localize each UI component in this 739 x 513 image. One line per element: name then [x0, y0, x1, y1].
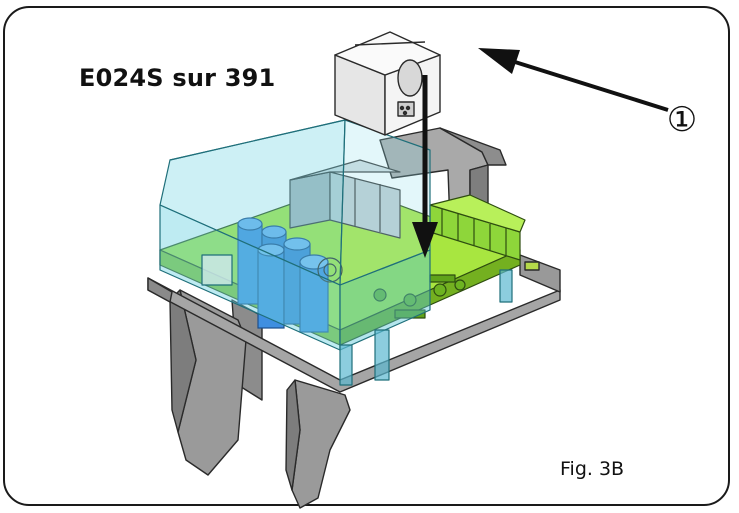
- callout-number: ①: [666, 100, 698, 140]
- front-right-leg: [291, 379, 351, 509]
- left-connector: [201, 254, 233, 286]
- transparent-cover: [159, 119, 513, 386]
- cover-clip: [374, 329, 390, 381]
- callout-arrow: [478, 48, 669, 112]
- figure-frame: [3, 6, 730, 506]
- insertion-arrow: [412, 75, 438, 258]
- module-window: [397, 59, 423, 97]
- right-ledge: [519, 254, 561, 293]
- figure-label: Fig. 3B: [560, 458, 625, 480]
- figure-title: E024S sur 391: [79, 64, 276, 92]
- capacitors: [237, 217, 343, 333]
- relays: [289, 159, 401, 239]
